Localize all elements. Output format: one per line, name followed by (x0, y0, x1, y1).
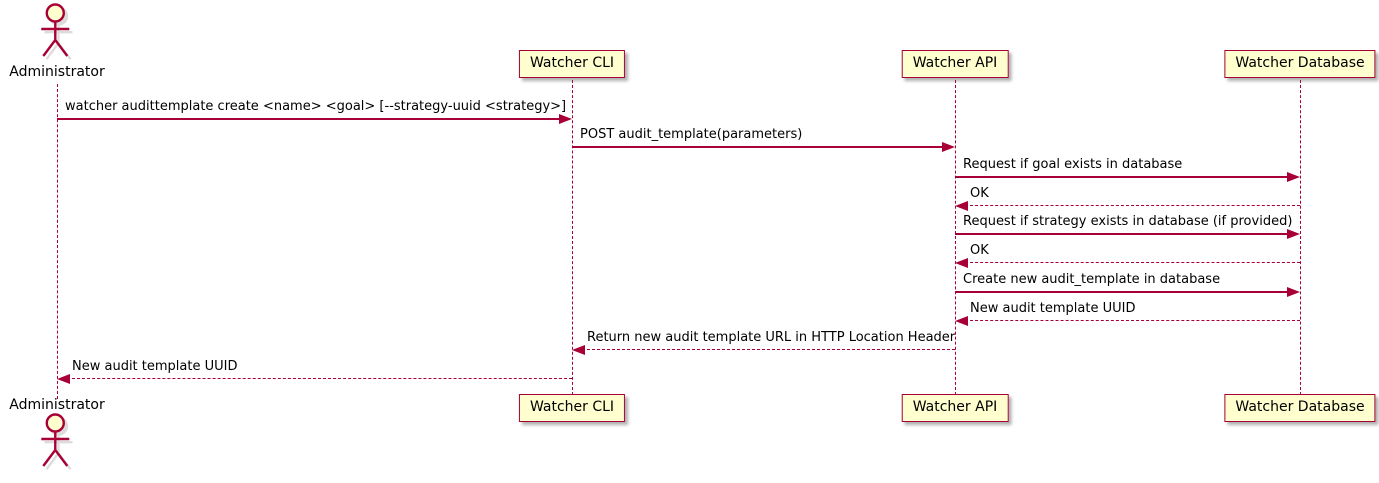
actor-icon (33, 3, 81, 64)
message-line (57, 118, 562, 120)
actor-administrator-top: Administrator (9, 3, 105, 80)
message-line (965, 205, 1300, 206)
lifeline-watcher-database (1300, 80, 1301, 395)
arrowhead-icon (1287, 229, 1300, 239)
lifeline-watcher-api (955, 80, 956, 395)
participant-watcher-database-bottom: Watcher Database (1224, 394, 1376, 422)
message-line (955, 233, 1290, 235)
message-label: POST audit_template(parameters) (580, 127, 803, 142)
message-label: Request if strategy exists in database (… (963, 214, 1293, 229)
actor-administrator-bottom: Administrator (9, 397, 105, 474)
participant-watcher-cli-bottom: Watcher CLI (518, 394, 626, 422)
message-line (965, 320, 1300, 321)
message-label: New audit template UUID (72, 359, 238, 374)
message-line (572, 146, 945, 148)
message-label: OK (970, 243, 989, 258)
actor-label: Administrator (9, 397, 105, 413)
arrowhead-icon (955, 201, 968, 211)
lifeline-administrator (57, 84, 58, 399)
lifeline-watcher-cli (572, 80, 573, 395)
actor-label: Administrator (9, 64, 105, 80)
message-label: OK (970, 186, 989, 201)
message-line (582, 349, 955, 350)
participant-watcher-cli-top: Watcher CLI (518, 50, 626, 78)
message-label: Return new audit template URL in HTTP Lo… (587, 330, 956, 345)
actor-icon (33, 413, 81, 474)
arrowhead-icon (955, 258, 968, 268)
message-line (955, 291, 1290, 293)
arrowhead-icon (1287, 172, 1300, 182)
message-line (955, 176, 1290, 178)
arrowhead-icon (942, 142, 955, 152)
arrowhead-icon (57, 374, 70, 384)
message-label: watcher audittemplate create <name> <goa… (65, 99, 567, 114)
participant-watcher-api-top: Watcher API (901, 50, 1009, 78)
arrowhead-icon (1287, 287, 1300, 297)
arrowhead-icon (559, 114, 572, 124)
message-label: Request if goal exists in database (963, 157, 1183, 172)
participant-watcher-database-top: Watcher Database (1224, 50, 1376, 78)
message-label: Create new audit_template in database (963, 272, 1221, 287)
message-label: New audit template UUID (970, 301, 1136, 316)
participant-watcher-api-bottom: Watcher API (901, 394, 1009, 422)
arrowhead-icon (955, 316, 968, 326)
arrowhead-icon (572, 345, 585, 355)
message-line (965, 262, 1300, 263)
message-line (67, 378, 572, 379)
